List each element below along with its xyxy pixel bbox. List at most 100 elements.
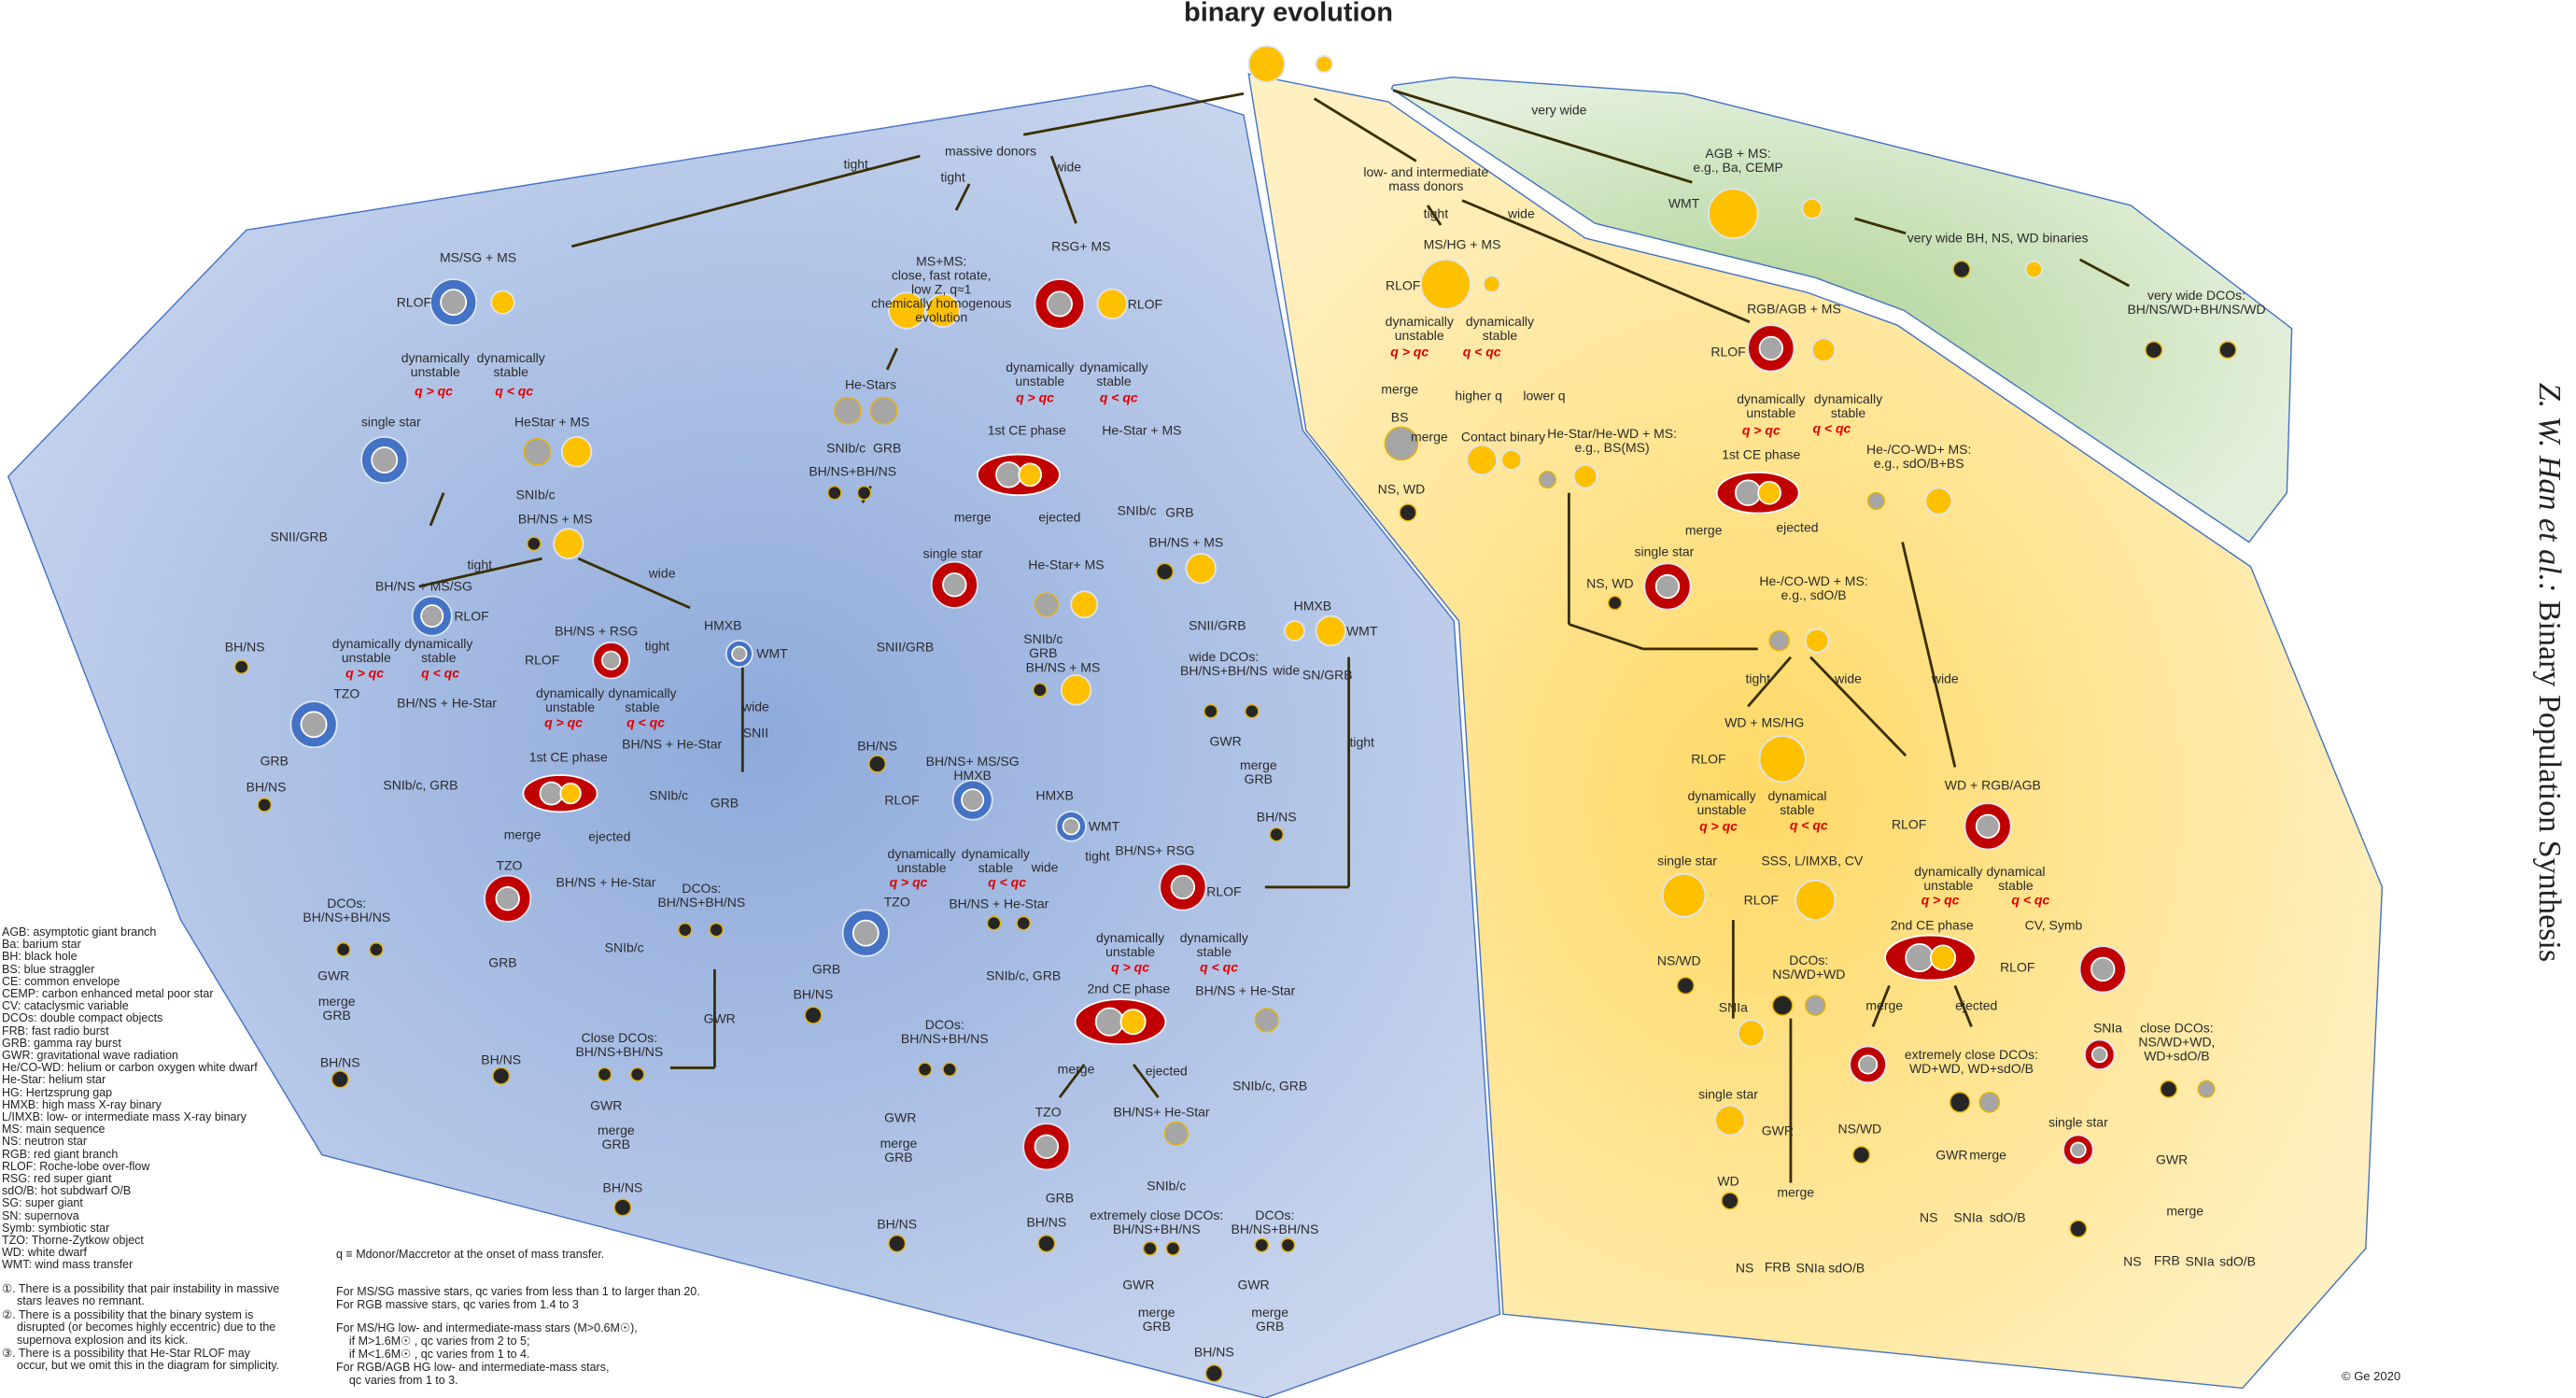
legend-item: WMT: wind mass transfer <box>2 1258 134 1272</box>
node-label: wide <box>741 699 769 714</box>
node-label: dynamically unstable <box>401 349 470 379</box>
arrow-line <box>1953 984 1973 1027</box>
node-label: BH/NS <box>857 738 897 754</box>
compact-object-icon <box>1676 976 1695 995</box>
compact-object-icon <box>856 485 872 501</box>
arrow-line <box>2078 258 2131 288</box>
node-label: ejected <box>1038 509 1081 525</box>
arrow-line <box>1871 984 1891 1027</box>
q-note: if M>1.6M☉ , qc varies from 2 to 5; <box>336 1334 530 1348</box>
main-sequence-star-icon <box>560 436 593 468</box>
node-label: dynamically stable <box>1465 313 1535 343</box>
common-envelope-icon <box>522 774 598 813</box>
node-label: dynamically unstable <box>535 685 605 714</box>
node-label: merge GRB <box>1137 1304 1175 1334</box>
node-label: SNIb/c, GRB <box>986 967 1062 983</box>
node-label: close DCOs: NS/WD+WD, WD+sdO/B <box>2138 1020 2216 1064</box>
helium-star-icon <box>1254 1008 1279 1033</box>
red-giant-icon <box>2062 1134 2094 1166</box>
critical-ratio-label: q > qc <box>544 714 583 730</box>
main-sequence-star-icon <box>553 528 584 559</box>
node-label: 1st CE phase <box>1722 446 1801 462</box>
node-label: wide <box>1031 859 1059 875</box>
node-label: GRB <box>260 753 289 769</box>
node-label: BH/NS <box>793 986 834 1002</box>
massive-star-icon <box>841 909 890 957</box>
node-label: WMT <box>1668 195 1700 211</box>
node-label: SNII/GRB <box>876 639 935 655</box>
critical-ratio-label: q > qc <box>415 383 453 399</box>
footnote: ③. There is a possibility that He-Star R… <box>2 1347 280 1373</box>
main-sequence-star-icon <box>1284 620 1305 642</box>
legend-item: FRB: fast radio burst <box>2 1024 109 1038</box>
critical-ratio-label: q > qc <box>1390 344 1429 360</box>
node-label: dynamically stable <box>404 635 473 665</box>
node-label: very wide DCOs: BH/NS/WD+BH/NS/WD <box>2127 287 2266 317</box>
compact-object-icon <box>1254 1237 1270 1253</box>
node-label: TZO <box>496 857 523 873</box>
node-label: Contact binary <box>1460 429 1546 445</box>
helium-star-icon <box>1768 629 1790 652</box>
side-title: Z. W. Han et al.: Binary Population Synt… <box>2531 383 2567 962</box>
node-label: BH/NS <box>1026 1214 1067 1230</box>
node-label: merge GRB <box>317 994 356 1024</box>
node-label: dynamically unstable <box>1385 313 1454 343</box>
node-label: ejected <box>1776 519 1819 535</box>
massive-star-icon <box>951 779 993 821</box>
node-label: extremely close DCOs: WD+WD, WD+sdO/B <box>1904 1046 2039 1076</box>
main-sequence-star-icon <box>888 291 926 330</box>
critical-ratio-label: q > qc <box>1921 892 1960 908</box>
critical-ratio-label: q < qc <box>1200 959 1239 975</box>
node-label: dynamically unstable <box>887 846 956 875</box>
red-giant-icon <box>484 874 532 923</box>
node-label: SNIa <box>1953 1209 1983 1225</box>
node-label: SNIb/c <box>515 487 556 502</box>
node-label: BH/NS + MS/SG <box>375 578 472 594</box>
node-label: low- and intermediate mass donors <box>1363 163 1489 193</box>
q-note: For RGB/AGB HG low- and intermediate-mas… <box>336 1361 610 1374</box>
very-wide-region <box>1390 76 2293 544</box>
compact-object-icon <box>1033 683 1048 698</box>
q-definition: q ≡ Mdonor/Maccretor at the onset of mas… <box>336 1248 605 1261</box>
footnote: ①. There is a possibility that pair inst… <box>2 1282 280 1308</box>
node-label: NS, WD <box>1377 481 1426 497</box>
node-label: He-Star+ MS <box>1028 557 1105 572</box>
node-label: SNIa <box>1795 1260 1825 1276</box>
node-label: BH/NS+ MS/SG HMXB <box>925 754 1020 784</box>
legend-item: NS: neutron star <box>2 1135 88 1149</box>
node-label: BH/NS <box>481 1052 522 1067</box>
node-label: merge GRB <box>597 1122 635 1151</box>
compact-object-icon <box>868 755 887 773</box>
critical-ratio-label: q > qc <box>1699 818 1738 834</box>
node-label: GRB <box>488 954 517 970</box>
node-label: BH/NS + He-Star <box>556 874 656 890</box>
main-sequence-star-icon <box>1804 628 1830 654</box>
node-label: SNIb/c <box>826 440 866 456</box>
legend-item: CE: common envelope <box>2 974 120 988</box>
main-sequence-star-icon <box>1466 444 1498 476</box>
node-label: HMXB <box>1035 787 1074 803</box>
critical-ratio-label: q < qc <box>988 874 1027 890</box>
node-label: tight <box>467 557 493 572</box>
node-label: GWR <box>1122 1277 1155 1292</box>
node-label: sdO/B <box>1828 1260 1865 1276</box>
helium-star-icon <box>1866 492 1885 511</box>
node-label: NS/WD <box>1837 1121 1882 1137</box>
compact-object-icon <box>257 798 273 812</box>
node-label: ejected <box>1955 997 1998 1013</box>
node-label: RLOF <box>396 294 432 310</box>
massive-star-icon <box>360 436 409 485</box>
node-label: NS <box>1919 1209 1938 1225</box>
main-sequence-star-icon <box>1500 449 1523 471</box>
arrow-line <box>1747 656 1792 708</box>
node-label: BH/NS + He-Star <box>1195 982 1296 998</box>
node-label: merge <box>1410 429 1448 445</box>
critical-ratio-label: q < qc <box>1812 420 1851 436</box>
node-label: TZO <box>883 894 910 910</box>
node-label: wide <box>648 565 676 581</box>
main-sequence-star-icon <box>1247 45 1286 83</box>
main-sequence-star-icon <box>1924 487 1953 515</box>
main-sequence-star-icon <box>1096 288 1128 320</box>
main-sequence-star-icon <box>1758 735 1807 784</box>
